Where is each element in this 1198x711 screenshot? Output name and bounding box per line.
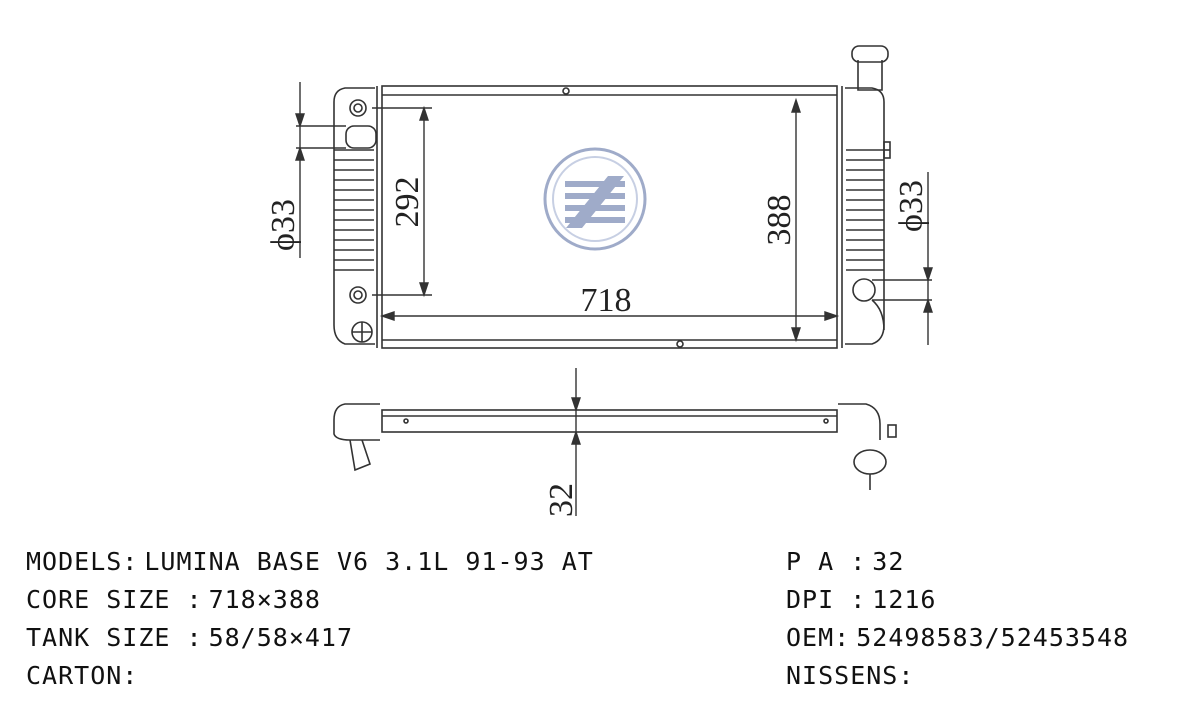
dim-right-pipe-dia: ϕ33 <box>893 180 930 232</box>
spec-core-size: CORE SIZE :718×388 <box>26 585 321 614</box>
spec-tank-size: TANK SIZE :58/58×417 <box>26 623 353 652</box>
spec-tank-size-label: TANK SIZE : <box>26 623 203 652</box>
spec-carton: CARTON: <box>26 661 144 690</box>
right-tank-fins <box>846 149 884 271</box>
filler-neck <box>857 60 883 91</box>
left-upper-bolt <box>349 99 367 117</box>
dim-core-width: 718 <box>581 282 632 319</box>
spec-pa-value: 32 <box>872 547 905 576</box>
side-left-tank <box>333 403 380 441</box>
spec-oem-value: 52498583/52453548 <box>856 623 1130 652</box>
side-left-pipe <box>349 439 371 472</box>
core-frame <box>381 85 838 349</box>
spec-oem: OEM:52498583/52453548 <box>786 623 1129 652</box>
spec-dpi: DPI :1216 <box>786 585 936 614</box>
dim-core-thickness: 32 <box>543 483 580 517</box>
dim-left-pipe-dia: ϕ33 <box>265 199 302 251</box>
spec-oem-label: OEM: <box>786 623 851 652</box>
spec-pa-label: P A : <box>786 547 867 576</box>
spec-dpi-label: DPI : <box>786 585 867 614</box>
spec-pa: P A :32 <box>786 547 904 576</box>
left-lower-bolt <box>349 286 367 304</box>
spec-models-value: LUMINA BASE V6 3.1L 91-93 AT <box>144 547 594 576</box>
spec-nissens-label: NISSENS: <box>786 661 915 690</box>
dim-core-height: 388 <box>761 195 798 246</box>
brand-logo <box>543 147 647 251</box>
left-tank <box>333 87 375 345</box>
left-tank-fins <box>334 149 374 271</box>
filler-cap <box>851 45 889 63</box>
spec-core-size-value: 718×388 <box>208 585 321 614</box>
spec-models: MODELS:LUMINA BASE V6 3.1L 91-93 AT <box>26 547 594 576</box>
left-inlet-pipe <box>345 125 377 149</box>
spec-carton-label: CARTON: <box>26 661 139 690</box>
radiator-drawing: 292 388 718 ϕ33 ϕ33 32 <box>265 45 933 517</box>
side-right-neck <box>853 449 887 475</box>
spec-core-size-label: CORE SIZE : <box>26 585 203 614</box>
spec-tank-size-value: 58/58×417 <box>208 623 354 652</box>
spec-nissens: NISSENS: <box>786 661 920 690</box>
dim-inlet-spacing: 292 <box>389 177 426 228</box>
side-right-tank <box>838 403 881 440</box>
spec-dpi-value: 1216 <box>872 585 937 614</box>
spec-models-label: MODELS: <box>26 547 139 576</box>
right-outlet-pipe <box>852 278 876 302</box>
side-core <box>381 409 838 433</box>
